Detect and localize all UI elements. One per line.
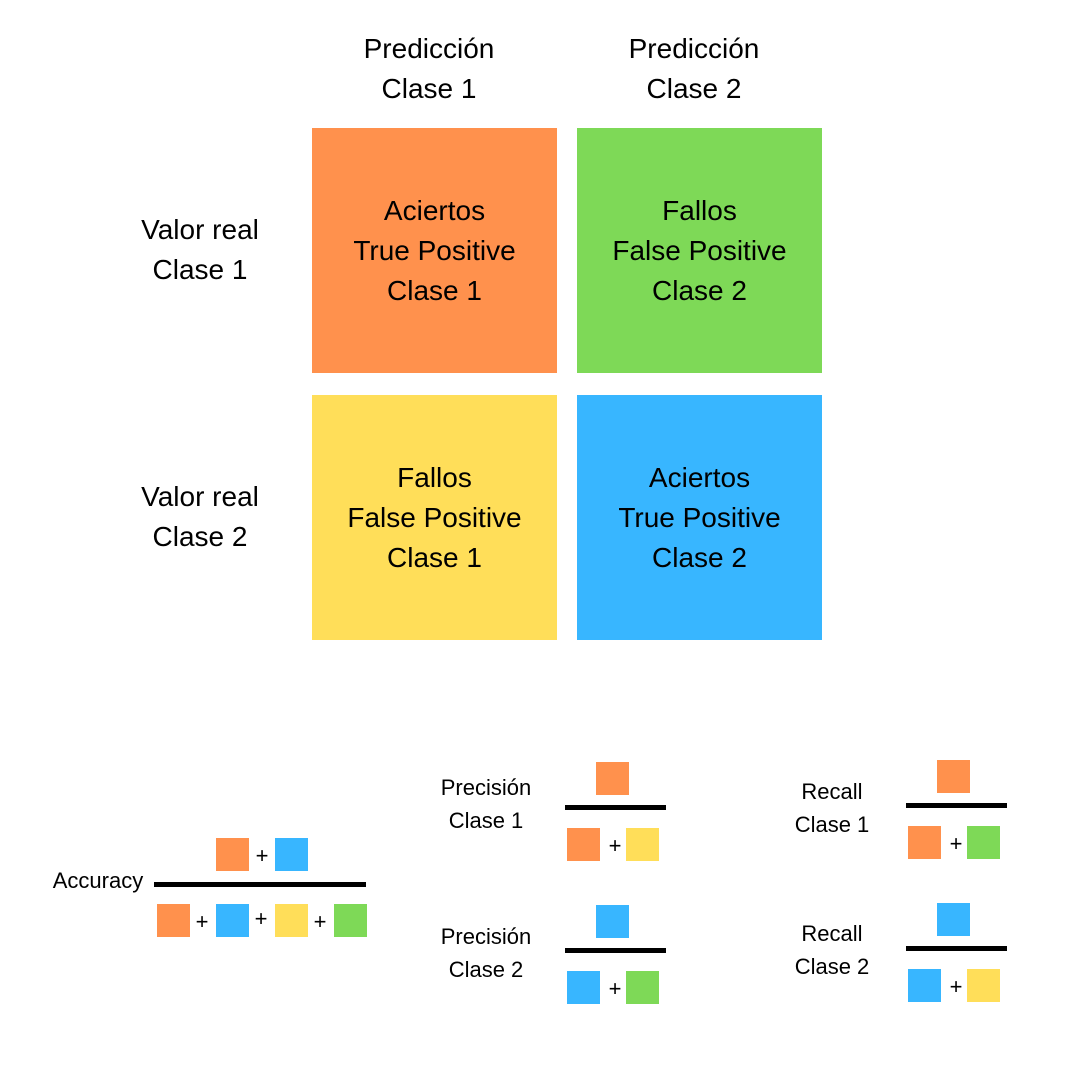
matrix-cell-false-positive-class-2: Fallos False Positive Clase 2 — [577, 128, 822, 373]
matrix-cell-false-positive-class-1: Fallos False Positive Clase 1 — [312, 395, 557, 640]
cell-line2: False Positive — [347, 501, 522, 533]
square-true-positive-class-1 — [567, 828, 600, 861]
row-header-line2: Clase 2 — [152, 521, 248, 552]
formula-label-recall-class-1: Recall Clase 1 — [794, 779, 870, 837]
square-true-positive-class-1 — [937, 760, 970, 793]
plus-sign: + — [254, 906, 268, 931]
cell-line2: True Positive — [618, 501, 781, 533]
plus-sign: + — [313, 909, 327, 934]
column-header-prediction-class-1: Predicción Clase 1 — [329, 29, 529, 109]
plus-sign: + — [255, 843, 269, 868]
square-true-positive-class-2 — [275, 838, 308, 871]
fraction-bar — [565, 805, 666, 810]
column-header-line1: Predicción — [363, 33, 495, 64]
square-false-positive-class-2 — [967, 826, 1000, 859]
plus-sign: + — [949, 974, 963, 999]
cell-line3: Clase 1 — [387, 541, 482, 573]
square-false-positive-class-2 — [334, 904, 367, 937]
square-false-positive-class-1 — [967, 969, 1000, 1002]
fraction-bar — [565, 948, 666, 953]
cell-line3: Clase 2 — [652, 541, 747, 573]
square-false-positive-class-1 — [275, 904, 308, 937]
row-header-line2: Clase 1 — [152, 254, 248, 285]
plus-sign: + — [195, 909, 209, 934]
column-header-line2: Clase 1 — [381, 73, 477, 104]
square-true-positive-class-1 — [596, 762, 629, 795]
cell-line3: Clase 1 — [387, 274, 482, 306]
square-true-positive-class-2 — [908, 969, 941, 1002]
formula-label-precision-class-1: Precisión Clase 1 — [440, 775, 532, 833]
square-true-positive-class-1 — [908, 826, 941, 859]
cell-line1: Fallos — [397, 461, 472, 493]
formula-label-precision-class-2: Precisión Clase 2 — [440, 924, 532, 982]
row-header-line1: Valor real — [141, 214, 259, 245]
fraction-bar — [906, 946, 1007, 951]
fraction-bar — [906, 803, 1007, 808]
cell-line2: True Positive — [353, 234, 516, 266]
cell-line1: Fallos — [662, 194, 737, 226]
fraction-bar — [154, 882, 366, 887]
column-header-line1: Predicción — [628, 33, 760, 64]
cell-line1: Aciertos — [383, 194, 486, 226]
row-header-real-class-1: Valor real Clase 1 — [100, 210, 300, 290]
square-false-positive-class-1 — [626, 828, 659, 861]
square-false-positive-class-2 — [626, 971, 659, 1004]
square-true-positive-class-2 — [567, 971, 600, 1004]
row-header-real-class-2: Valor real Clase 2 — [100, 477, 300, 557]
square-true-positive-class-2 — [216, 904, 249, 937]
cell-line3: Clase 2 — [652, 274, 747, 306]
cell-line2: False Positive — [612, 234, 787, 266]
square-true-positive-class-1 — [157, 904, 190, 937]
square-true-positive-class-1 — [216, 838, 249, 871]
plus-sign: + — [608, 976, 622, 1001]
formula-label-accuracy: Accuracy — [52, 868, 144, 893]
square-true-positive-class-2 — [937, 903, 970, 936]
cell-line1: Aciertos — [648, 461, 751, 493]
column-header-line2: Clase 2 — [646, 73, 742, 104]
matrix-cell-true-positive-class-2: Aciertos True Positive Clase 2 — [577, 395, 822, 640]
plus-sign: + — [949, 831, 963, 856]
matrix-cell-true-positive-class-1: Aciertos True Positive Clase 1 — [312, 128, 557, 373]
column-header-prediction-class-2: Predicción Clase 2 — [594, 29, 794, 109]
row-header-line1: Valor real — [141, 481, 259, 512]
plus-sign: + — [608, 833, 622, 858]
square-true-positive-class-2 — [596, 905, 629, 938]
formula-label-recall-class-2: Recall Clase 2 — [794, 921, 870, 979]
